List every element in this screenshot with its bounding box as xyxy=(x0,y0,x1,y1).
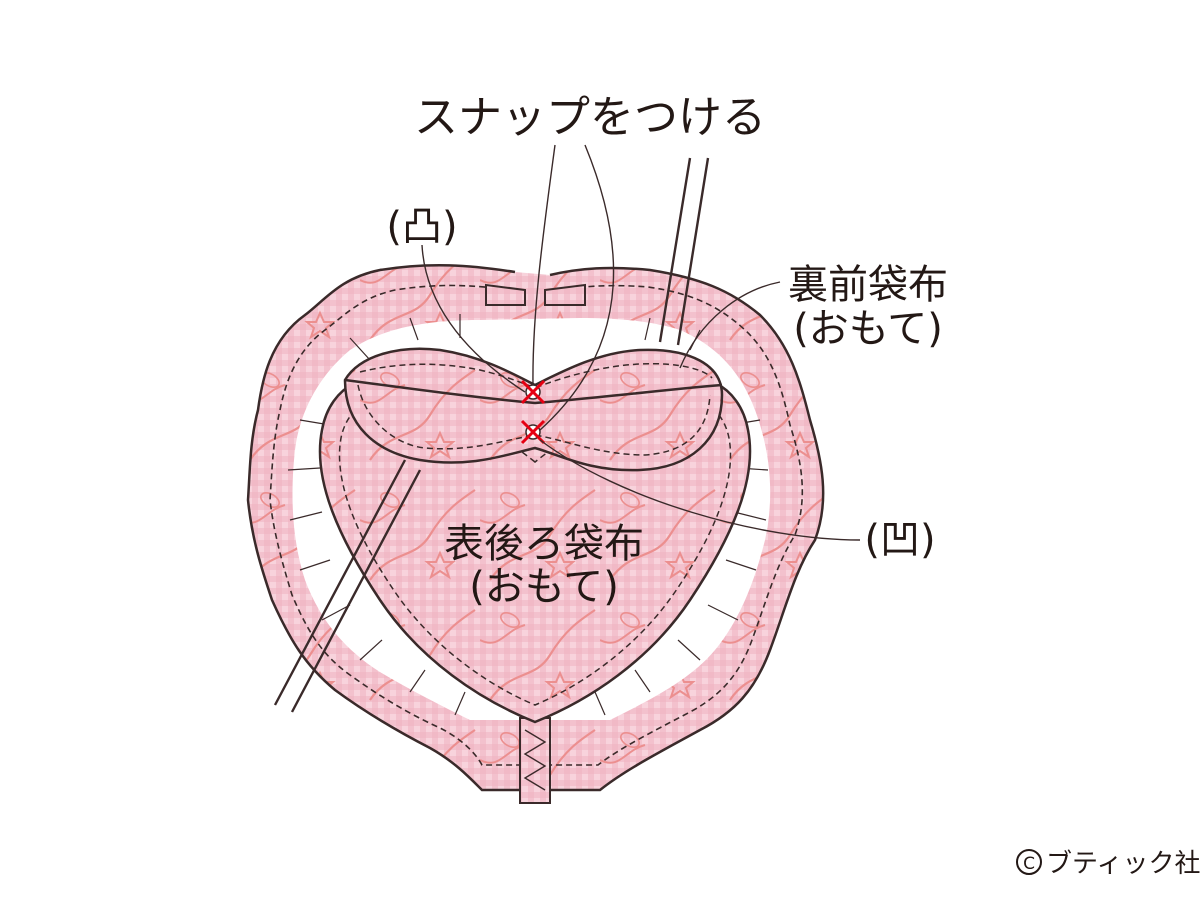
snap-convex-mark xyxy=(520,379,546,405)
cord-right xyxy=(658,157,710,346)
cord-left xyxy=(273,459,422,713)
credit-label: ブティック社 xyxy=(1046,849,1200,879)
snap-concave-mark xyxy=(520,419,546,445)
convex-label: (凸) xyxy=(386,204,457,250)
lining-front-flap xyxy=(343,347,724,472)
lining-front-label-line2: (おもて) xyxy=(793,306,943,352)
lining-front-label-line1: 裏前袋布 xyxy=(788,262,948,308)
svg-text:C: C xyxy=(1023,854,1035,874)
concave-label: (凹) xyxy=(864,517,935,563)
copyright-icon xyxy=(1016,849,1042,875)
leader-lines xyxy=(421,144,861,541)
outer-back-label-line2: (おもて) xyxy=(469,564,619,610)
snap-label: スナップをつける xyxy=(414,92,766,143)
outer-back-label-line1: 表後ろ袋布 xyxy=(444,521,644,567)
copyright-credit: C ブティック社 xyxy=(1016,849,1200,879)
